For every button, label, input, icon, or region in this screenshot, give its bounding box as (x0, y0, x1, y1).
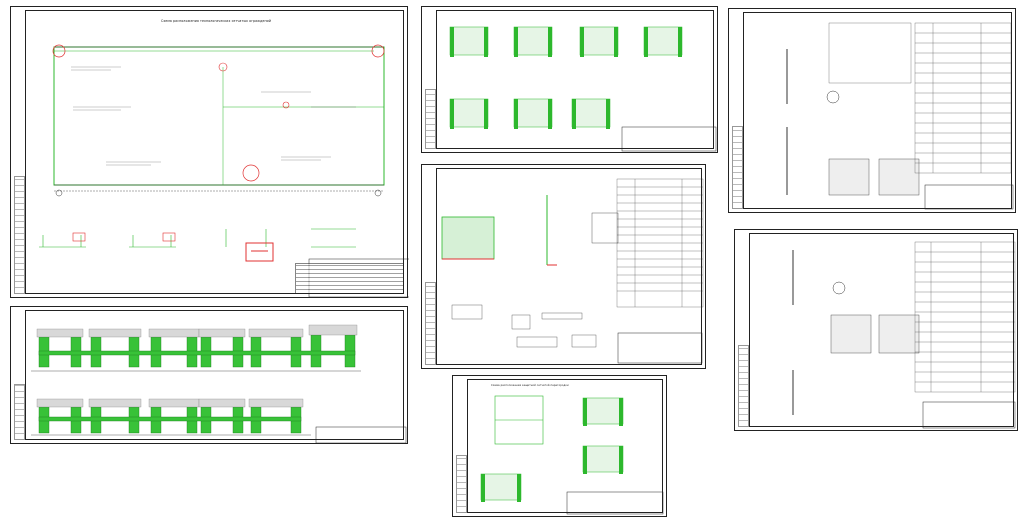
sheet-frame (25, 10, 404, 294)
drawing-sheet-pole-spec-2 (734, 229, 1018, 431)
margin-stamp-strip (732, 125, 743, 209)
sheet-frame (467, 379, 663, 513)
margin-stamp-strip (14, 176, 25, 294)
sheet-frame (743, 12, 1012, 209)
margin-stamp-strip (738, 345, 749, 427)
partition-layout-drawing (480, 395, 664, 515)
sheet-frame (25, 310, 404, 440)
drawing-sheet-mesh-panels (421, 6, 718, 153)
plan-drawing (39, 44, 409, 298)
sheet-frame (436, 168, 702, 365)
title-block (295, 263, 404, 294)
pole-spec-drawing-2 (792, 241, 1016, 429)
margin-stamp-strip (456, 455, 467, 513)
elevation-drawing (31, 324, 407, 444)
partition-detail-drawing (441, 178, 704, 364)
drawing-sheet-site-plan: Схема расположения технологических сетча… (10, 6, 409, 298)
mesh-panel-drawing (449, 26, 717, 152)
margin-stamp-strip (14, 383, 25, 440)
drawing-sheet-pole-spec (728, 8, 1016, 213)
sheet-frame (749, 233, 1014, 427)
pole-spec-drawing (786, 22, 1014, 210)
margin-stamp-strip (425, 89, 436, 149)
sheet-title: Схема расположения защитной сетчатой пер… (491, 384, 569, 387)
sheet-frame (436, 10, 714, 149)
drawing-sheet-elevations (10, 306, 408, 444)
margin-stamp-strip (425, 281, 436, 365)
sheet-title: Схема расположения технологических сетча… (161, 19, 272, 23)
drawing-sheet-partition-layout: Схема расположения защитной сетчатой пер… (452, 375, 667, 517)
drawing-sheet-partition-details (421, 164, 706, 369)
